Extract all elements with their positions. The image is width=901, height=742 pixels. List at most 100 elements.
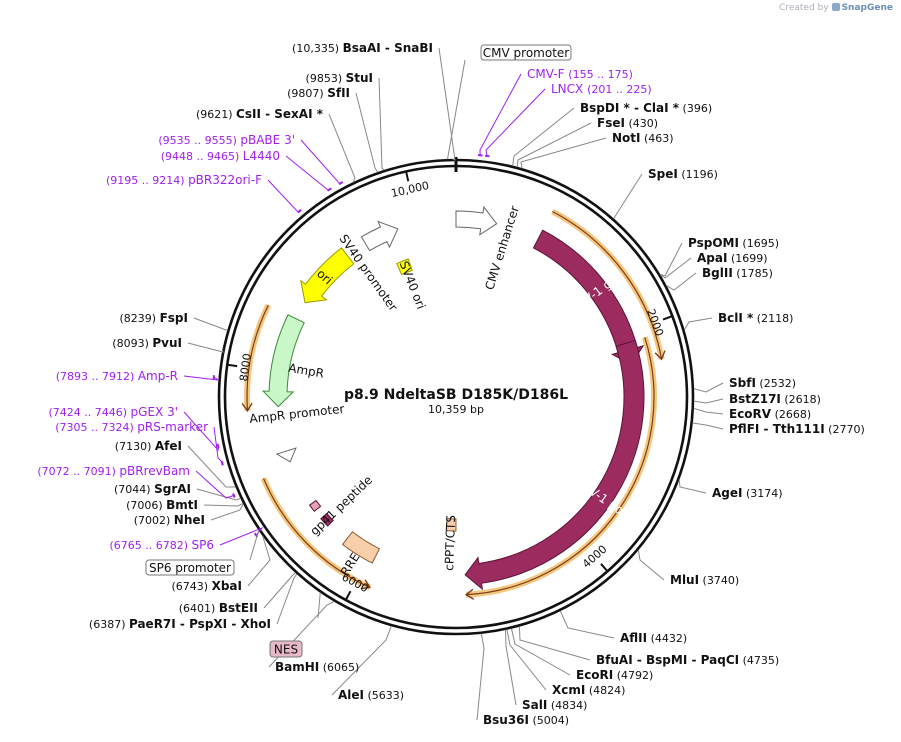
orf-arc-line xyxy=(246,304,269,411)
site-apai: ApaI (1699) xyxy=(697,251,768,265)
feature-label-ampr: AmpR xyxy=(287,361,325,381)
site-bcli: BclI * (2118) xyxy=(718,311,793,325)
box-leader-sp6-promoter xyxy=(249,530,260,561)
tick-mark xyxy=(600,563,609,573)
primer-pgex-3: (7424 .. 7446) pGEX 3' xyxy=(48,405,178,419)
box-sp6-promoter xyxy=(145,559,235,576)
feature-cppt-cts xyxy=(445,518,457,532)
leader-bspdi-clai xyxy=(512,107,575,166)
leader-bstz17i xyxy=(693,398,724,404)
tick-mark xyxy=(227,363,238,368)
leader-paer7i-pspxi-xhoi xyxy=(276,573,298,625)
tick-mark xyxy=(405,171,410,182)
tick-label: 2000 xyxy=(644,307,666,338)
site-ecorv: EcoRV (2668) xyxy=(729,407,811,421)
box-leader-nes xyxy=(317,592,321,619)
primer-sp6: (6765 .. 6782) SP6 xyxy=(109,538,214,552)
leader-pvui xyxy=(187,342,224,353)
orf-arc-line xyxy=(466,337,655,596)
site-alei: AleI (5633) xyxy=(338,688,404,702)
feature-ampr xyxy=(261,314,305,408)
orf-arrowhead xyxy=(464,588,475,600)
primer-mark-l4440 xyxy=(327,187,332,192)
box-label-sp6-promoter: SP6 promoter xyxy=(149,561,231,575)
tick-label: 8000 xyxy=(237,353,254,383)
site-bsu36i: Bsu36I (5004) xyxy=(483,713,569,727)
leader-noti xyxy=(520,137,607,169)
site-paer7i-pspxi-xhoi: (6387) PaeR7I - PspXI - XhoI xyxy=(89,617,271,631)
primer-l4440: (9448 .. 9465) L4440 xyxy=(161,149,280,163)
site-ecori: EcoRI (4792) xyxy=(576,668,653,682)
tick-mark xyxy=(344,590,352,601)
feature-label-cppt-cts: cPPT/CTS xyxy=(442,515,458,571)
primer-leader-pbabe-3 xyxy=(300,139,342,185)
site-bstz17i: BstZ17I (2618) xyxy=(729,392,821,406)
primer-amp-r: (7893 .. 7912) Amp-R xyxy=(56,369,178,383)
feature-hiv1-pol xyxy=(464,339,645,591)
site-bamhi: BamHI (6065) xyxy=(275,660,359,674)
created-by-text: Created by xyxy=(779,3,829,13)
plasmid-length: 10,359 bp xyxy=(428,403,484,416)
leader-bmti xyxy=(203,502,244,507)
orf-arc-line xyxy=(262,478,371,588)
site-bfuai-bspmi-paqci: BfuAI - BspMI - PaqCI (4735) xyxy=(596,653,779,667)
primer-mark-pbrrevbam xyxy=(232,493,236,498)
feature-ampr-promoter xyxy=(275,447,297,463)
site-aflii: AflII (4432) xyxy=(620,631,687,645)
feature-gp41-peptide-2 xyxy=(308,499,322,512)
feature-label-ampr-promoter: AmpR promoter xyxy=(249,402,345,426)
site-fsei: FseI (430) xyxy=(597,116,658,130)
leader-nhei xyxy=(210,503,244,521)
primer-mark-pbr322ori-f xyxy=(297,208,302,214)
leader-afei xyxy=(187,445,236,488)
primer-leader-lncx xyxy=(485,88,546,158)
primer-leader-pbrrevbam xyxy=(195,470,235,499)
primer-mark-pgex-3 xyxy=(216,443,220,449)
site-bglii: BglII (1785) xyxy=(702,266,773,280)
box-leader-cmv-promoter xyxy=(446,59,466,160)
leader-xbai xyxy=(247,535,271,587)
site-xbai: (6743) XbaI xyxy=(172,579,242,593)
orf-arrowhead xyxy=(241,402,253,413)
site-mlui: MluI (3740) xyxy=(670,573,739,587)
leader-sfii xyxy=(355,92,379,173)
leader-aflii xyxy=(559,610,615,639)
leader-ecorv xyxy=(693,407,724,415)
primer-leader-l4440 xyxy=(285,155,331,191)
primer-prs-marker: (7305 .. 7324) pRS-marker xyxy=(55,420,208,434)
leader-pspomi xyxy=(659,242,683,277)
box-label-nes: NES xyxy=(274,643,298,657)
center-title: p8.9 NdeltaSB D185K/D186L 10,359 bp xyxy=(344,387,568,416)
leader-sgrai xyxy=(196,488,241,501)
feature-gp41-peptide-1 xyxy=(320,512,334,527)
site-sali: SalI (4834) xyxy=(522,698,587,712)
leader-agei xyxy=(678,479,707,494)
box-cmv-promoter xyxy=(480,44,572,61)
site-bspdi-clai: BspDI * - ClaI * (396) xyxy=(580,101,712,115)
primer-pbrrevbam: (7072 .. 7091) pBRrevBam xyxy=(37,464,190,478)
snapgene-brand: SnapGene xyxy=(841,3,893,13)
feature-rre xyxy=(341,531,381,564)
site-agei: AgeI (3174) xyxy=(712,486,783,500)
leader-bsteii xyxy=(263,572,296,609)
site-xcmi: XcmI (4824) xyxy=(552,683,625,697)
created-by-credit: Created by SnapGene xyxy=(779,3,893,13)
site-nhei: (7002) NheI xyxy=(134,513,205,527)
leader-bfuai-bspmi-paqci xyxy=(518,626,591,661)
primer-mark-pbabe-3 xyxy=(338,181,344,185)
plasmid-name: p8.9 NdeltaSB D185K/D186L xyxy=(344,387,568,403)
primer-mark-lncx xyxy=(484,154,490,158)
feature-label-sv40-ori: SV40 ori xyxy=(397,259,429,311)
leader-bsaai-snabi xyxy=(438,47,456,161)
site-bsteii: (6401) BstEII xyxy=(179,601,258,615)
leader-fsei xyxy=(516,122,592,168)
orf-arrowhead xyxy=(360,579,371,590)
leader-bcli xyxy=(683,317,713,331)
leader-sbfi xyxy=(693,382,724,393)
site-sfii: (9807) SfII xyxy=(287,86,350,100)
leader-xcmi xyxy=(506,629,547,691)
snapgene-logo-icon xyxy=(831,3,840,11)
leader-bsu36i xyxy=(476,633,485,721)
primer-pbr322ori-f: (9195 .. 9214) pBR322ori-F xyxy=(106,173,262,187)
